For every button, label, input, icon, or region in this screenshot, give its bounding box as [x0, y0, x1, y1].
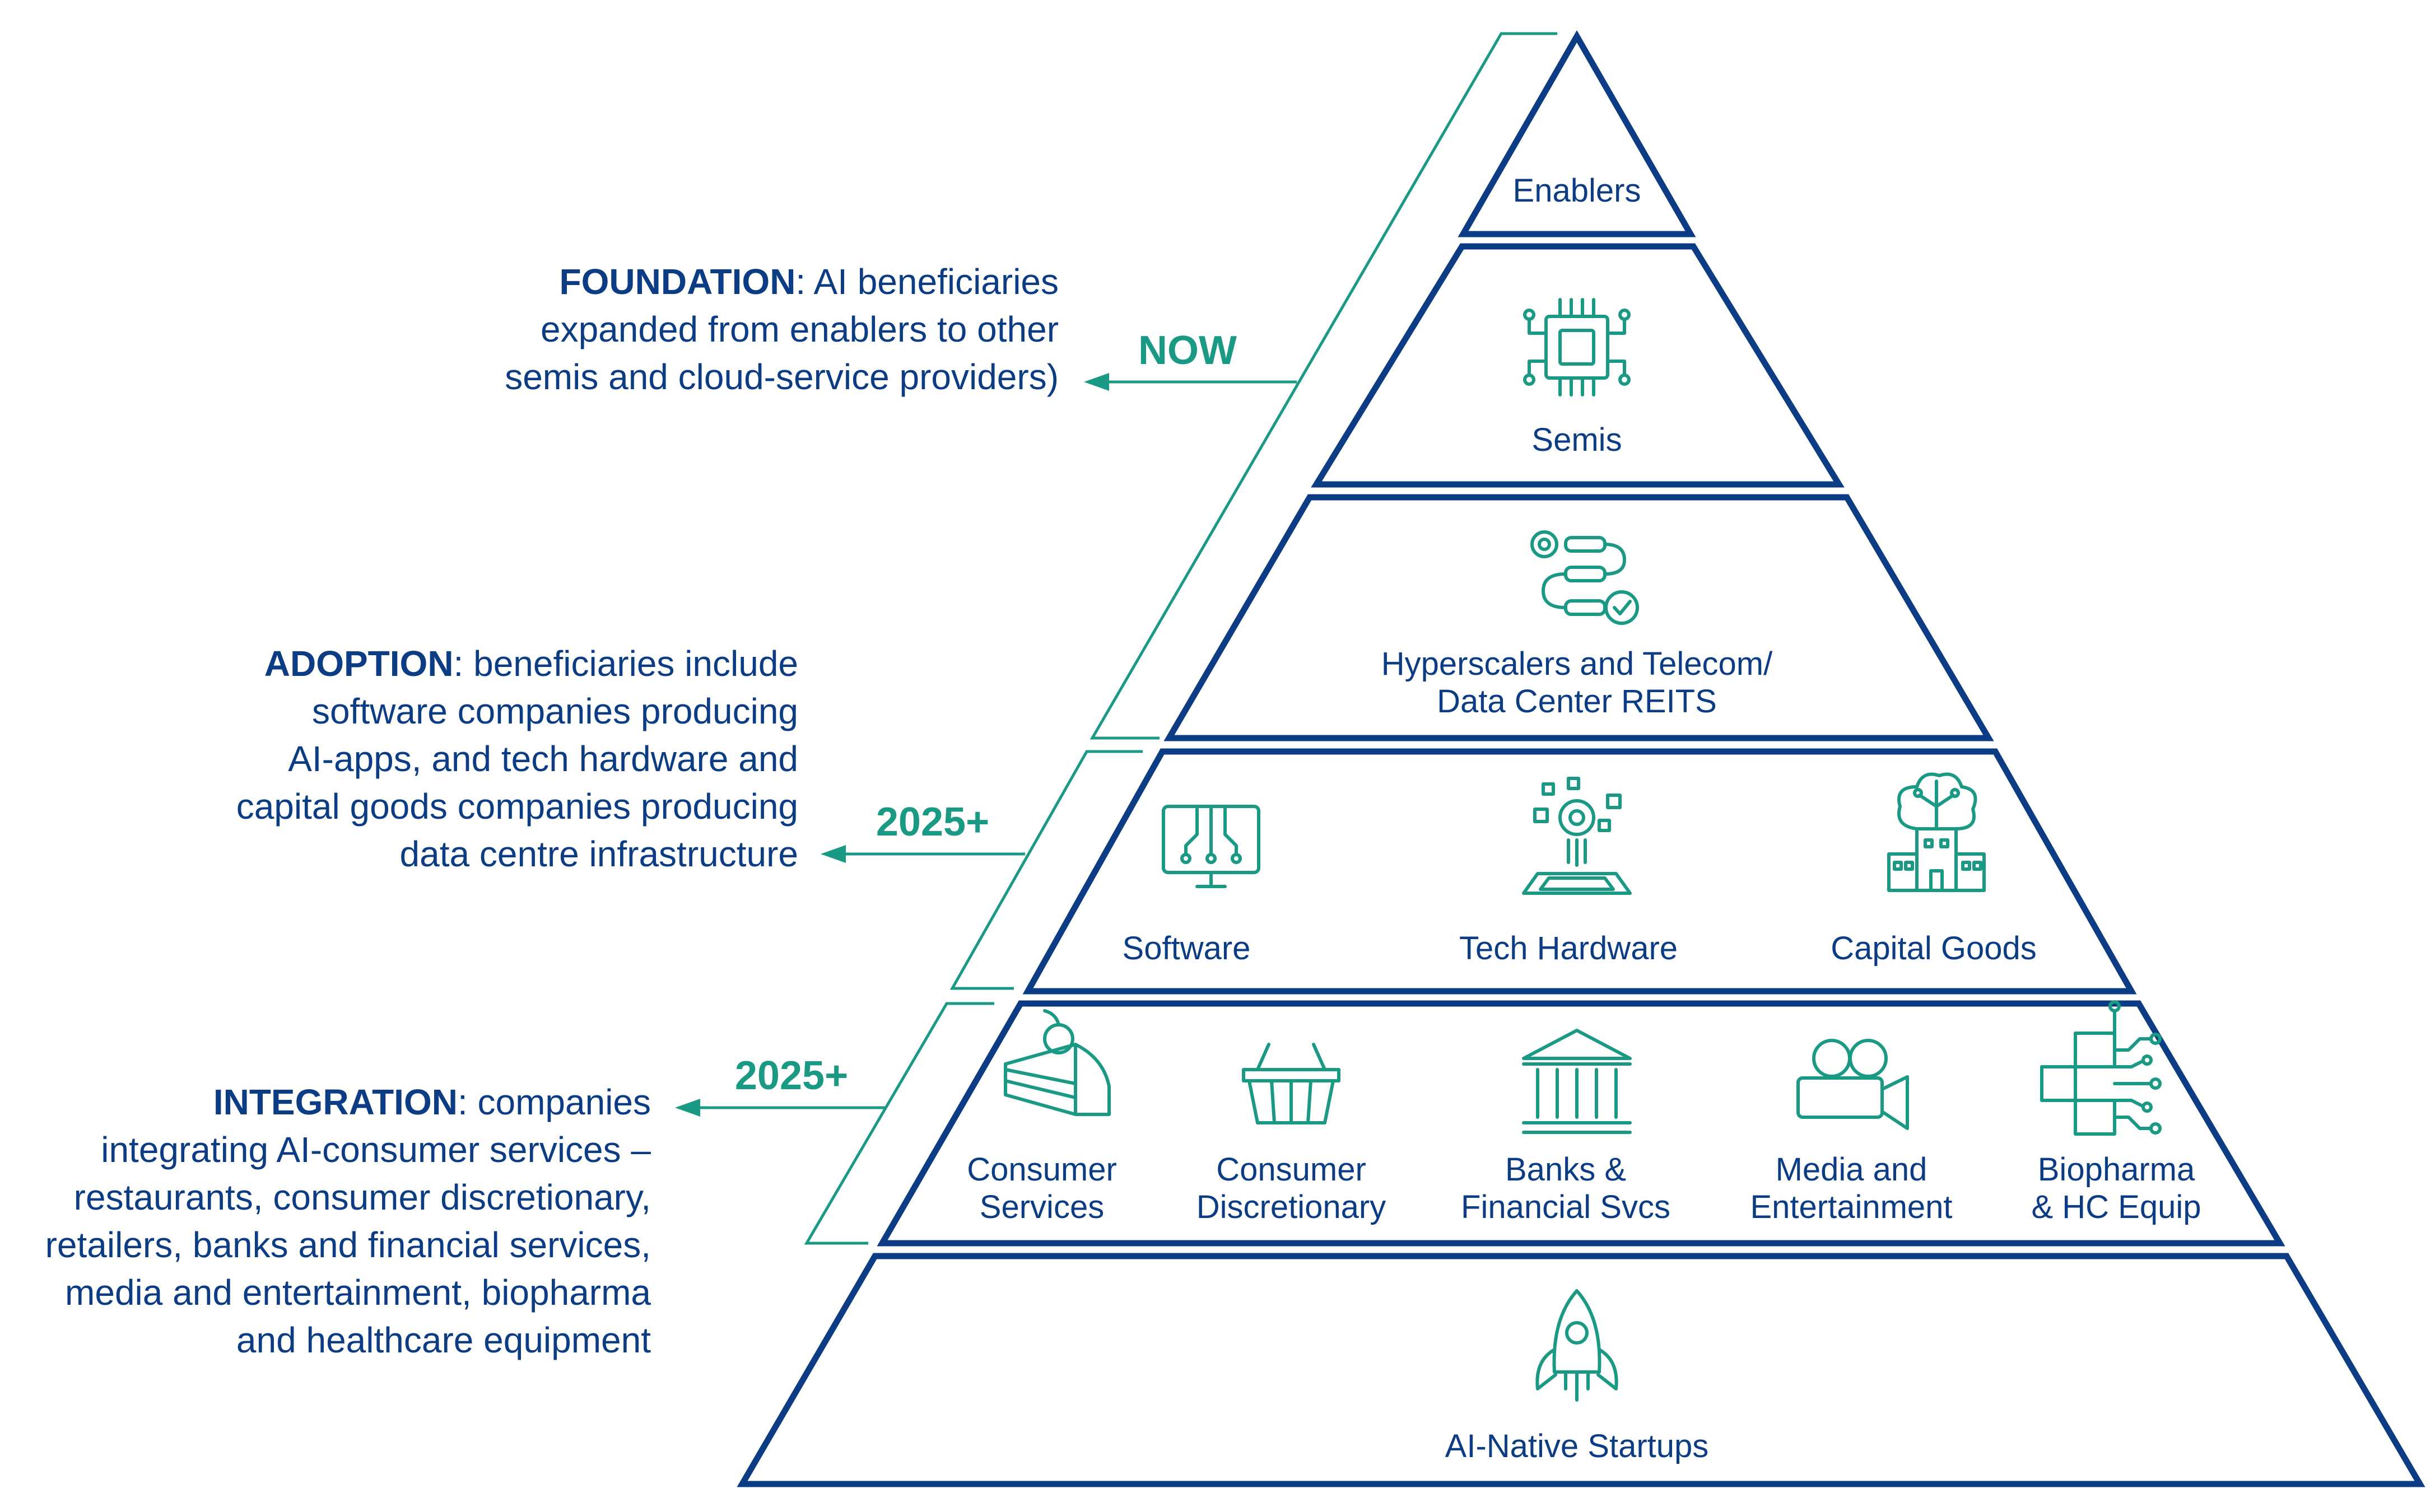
label-banks-line2: Financial Svcs: [1461, 1189, 1670, 1225]
foundation-line2: expanded from enablers to other: [541, 309, 1059, 349]
adoption-line4: capital goods companies producing: [236, 786, 798, 827]
label-consumer-services-line2: Services: [980, 1189, 1104, 1225]
label-ai-native-startups: AI-Native Startups: [1445, 1428, 1709, 1464]
label-capital-goods: Capital Goods: [1831, 930, 2037, 967]
integration-line2: integrating AI-consumer services –: [101, 1130, 651, 1170]
adoption-line1: ADOPTION: beneficiaries include: [264, 643, 798, 684]
foundation-line1-rest: : AI beneficiaries: [795, 262, 1059, 302]
bank-icon: [1522, 1029, 1632, 1134]
workflow-icon: [1530, 530, 1639, 625]
tier-enablers: [1458, 30, 1696, 237]
chip-icon: [1523, 298, 1631, 396]
label-consumer-services-line1: Consumer: [967, 1151, 1117, 1188]
label-consumer-discretionary-line1: Consumer: [1216, 1151, 1366, 1188]
tag-adoption-2025: 2025+: [876, 800, 989, 844]
label-biopharma-line2: & HC Equip: [2031, 1189, 2201, 1225]
foundation-arrowhead: [1084, 373, 1109, 391]
basket-icon: [1242, 1043, 1340, 1124]
adoption-line1-rest: : beneficiaries include: [454, 643, 798, 684]
integration-arrowhead: [675, 1099, 700, 1117]
cake-icon: [1004, 1009, 1111, 1116]
integration-line1: INTEGRATION: companies: [213, 1082, 651, 1122]
integration-bracket: [804, 1002, 994, 1245]
label-media-line2: Entertainment: [1750, 1189, 1952, 1225]
label-software: Software: [1123, 930, 1251, 967]
label-consumer-discretionary-line2: Discretionary: [1196, 1189, 1386, 1225]
tag-now: NOW: [1138, 328, 1237, 373]
medical-cross-icon: [2040, 1000, 2162, 1136]
tier-startups: [737, 1253, 2425, 1487]
foundation-heading: FOUNDATION: [560, 262, 796, 302]
label-media-line1: Media and: [1776, 1151, 1927, 1188]
adoption-line3: AI-apps, and tech hardware and: [288, 739, 798, 779]
tag-integration-2025: 2025+: [735, 1053, 848, 1098]
tier-adoption: [1022, 748, 2137, 995]
adoption-arrowhead: [821, 845, 846, 863]
label-banks-line1: Banks &: [1505, 1151, 1626, 1188]
label-hyperscalers-line1: Hyperscalers and Telecom/: [1381, 646, 1773, 682]
integration-line3: restaurants, consumer discretionary,: [74, 1177, 651, 1217]
integration-line4: retailers, banks and financial services,: [45, 1225, 651, 1265]
factory-tree-icon: [1887, 772, 1986, 892]
integration-line1-rest: : companies: [458, 1082, 651, 1122]
label-tech-hardware: Tech Hardware: [1459, 930, 1678, 967]
label-semis: Semis: [1531, 422, 1622, 458]
adoption-line2: software companies producing: [312, 691, 798, 731]
hardware-gear-icon: [1522, 777, 1632, 895]
foundation-line1: FOUNDATION: AI beneficiaries: [560, 262, 1059, 302]
tier-hyperscalers: [1163, 494, 1994, 741]
label-enablers: Enablers: [1513, 172, 1641, 209]
label-biopharma-line1: Biopharma: [2038, 1151, 2195, 1188]
label-hyperscalers-line2: Data Center REITS: [1437, 683, 1717, 720]
foundation-line3: semis and cloud-service providers): [505, 357, 1059, 397]
integration-line6: and healthcare equipment: [236, 1320, 651, 1360]
integration-heading: INTEGRATION: [213, 1082, 458, 1122]
integration-line5: media and entertainment, biopharma: [65, 1272, 651, 1313]
rocket-icon: [1535, 1289, 1618, 1402]
adoption-line5: data centre infrastructure: [400, 834, 798, 874]
video-camera-icon: [1796, 1039, 1909, 1130]
monitor-circuit-icon: [1162, 805, 1260, 888]
adoption-bracket: [949, 750, 1143, 990]
adoption-heading: ADOPTION: [264, 643, 454, 684]
foundation-bracket: [1090, 32, 1557, 740]
